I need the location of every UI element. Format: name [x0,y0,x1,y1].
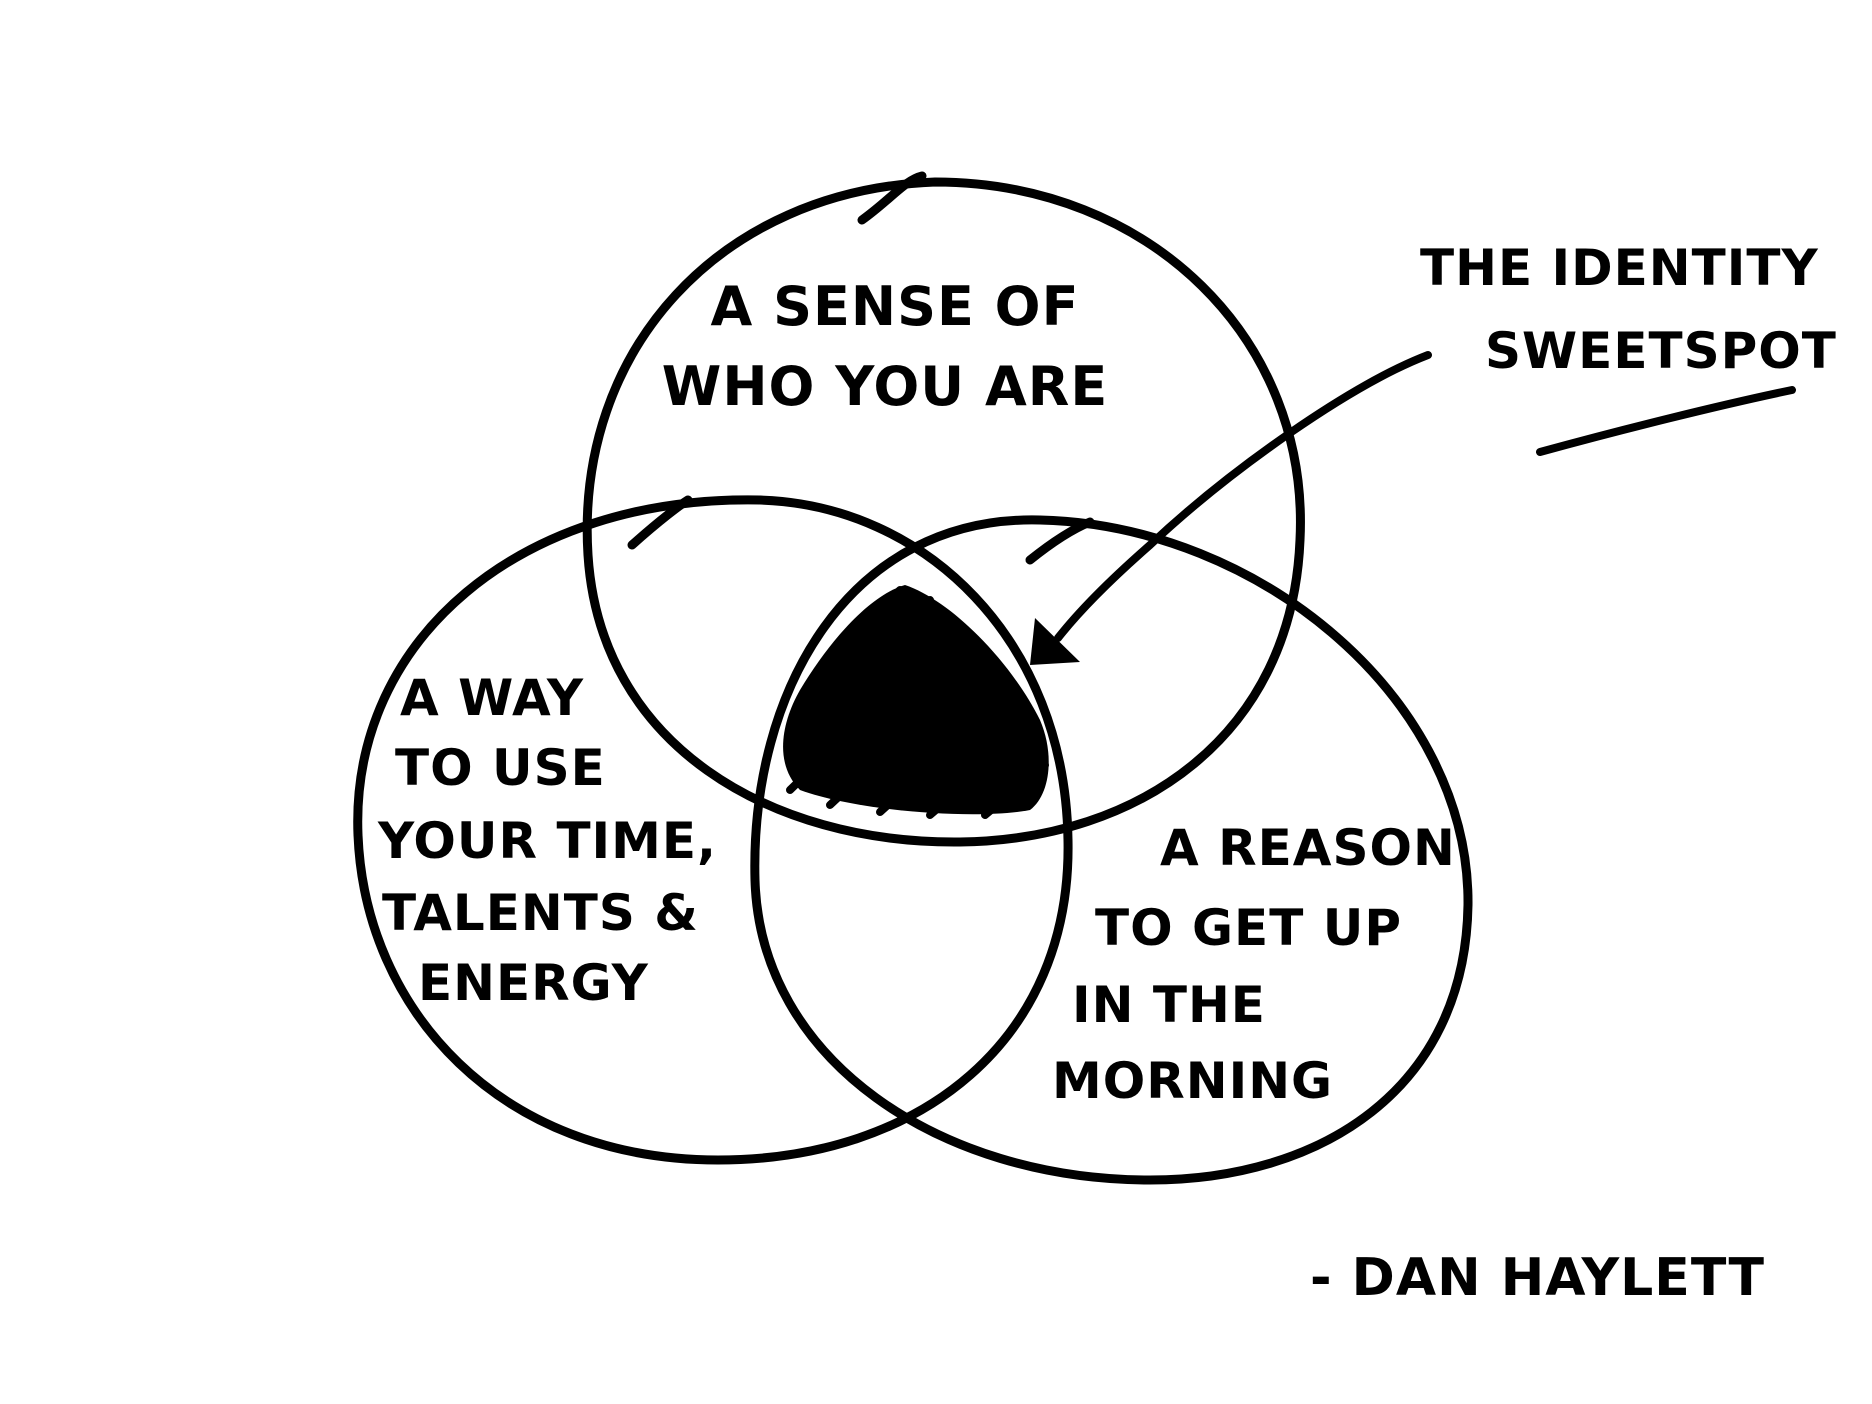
circle-top-label-line-1: A SENSE OF [711,275,1080,338]
circle-right-group: A REASON TO GET UP IN THE MORNING [750,515,1473,1185]
signature: - DAN HAYLETT [1310,1248,1765,1308]
circle-left-label-line-2: TO USE [395,739,606,797]
circle-left [353,495,1073,1165]
sweetspot-shading-group [783,585,1049,819]
circle-right-overlap-tail [1025,517,1095,565]
callout-underline [1536,386,1796,456]
callout-label-line-1: THE IDENTITY [1420,239,1819,297]
callout-arrowhead [1030,618,1080,665]
circle-top-label-line-2: WHO YOU ARE [662,355,1108,418]
circle-right-label-line-1: A REASON [1160,819,1456,877]
callout-arrow-line [1054,351,1432,642]
circle-left-group: A WAY TO USE YOUR TIME, TALENTS & ENERGY [353,495,1073,1165]
circle-top-group: A SENSE OF WHO YOU ARE [582,171,1305,847]
callout-group: THE IDENTITY SWEETSPOT [1420,239,1837,456]
circle-right-label-line-4: MORNING [1052,1052,1333,1110]
circle-right-label-line-3: IN THE [1072,976,1266,1034]
circle-left-label-line-1: A WAY [400,669,584,727]
circle-left-label-line-5: ENERGY [418,954,649,1012]
circle-left-label-line-4: TALENTS & [382,884,699,942]
circle-top [582,177,1305,847]
circle-left-overlap-tail [627,495,693,550]
callout-arrow-group [1030,351,1432,665]
sweetspot-scribble-1 [786,586,1049,819]
circle-top-overlap-tail [857,171,927,225]
callout-label-line-2: SWEETSPOT [1485,322,1837,380]
circle-left-label-line-3: YOUR TIME, [377,812,717,870]
circle-right-label-line-2: TO GET UP [1095,899,1402,957]
circle-right [750,515,1473,1185]
